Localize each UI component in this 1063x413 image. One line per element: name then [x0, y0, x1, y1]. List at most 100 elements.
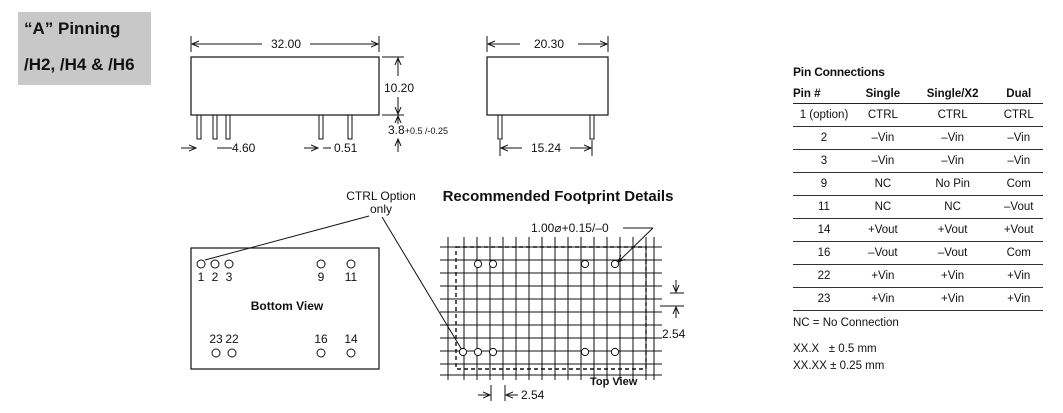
side-pin — [347, 114, 353, 140]
table-cell: 22 — [793, 264, 855, 288]
pin-hole — [346, 259, 356, 269]
table-cell: –Vin — [855, 126, 911, 150]
pitch-v-label: 2.54 — [662, 327, 686, 341]
bottom-body — [190, 247, 380, 370]
footprint-grid — [440, 237, 662, 380]
table-cell: 1 (option) — [793, 103, 855, 127]
footprint-hole — [580, 259, 590, 269]
table-cell: 14 — [793, 218, 855, 242]
table-cell: NC — [855, 172, 911, 196]
length-label: 32.00 — [271, 37, 301, 51]
end-view: 20.30 15.24 — [486, 36, 609, 156]
mechanical-drawing: 32.00 10.20 3.8+0.5 /-0.25 4.60 0.51 20.… — [181, 36, 686, 402]
footprint-hole — [580, 347, 590, 357]
tolerance-1: XX.X ± 0.5 mm — [793, 343, 877, 355]
width-label: 20.30 — [534, 37, 564, 51]
table-header-row: Pin # Single Single/X2 Dual — [793, 84, 1043, 104]
pin-length-tolerance: +0.5 /-0.25 — [405, 126, 448, 136]
table-cell: 3 — [793, 149, 855, 173]
footprint-title: Recommended Footprint Details — [443, 188, 674, 205]
height-label: 10.20 — [384, 81, 414, 95]
footprint-hole — [488, 259, 498, 269]
table-cell: –Vin — [910, 126, 995, 150]
hole-spec: 1.00⌀+0.15/–0 — [531, 221, 609, 235]
pin-label-3: 3 — [226, 270, 233, 284]
footprint-hole — [610, 347, 620, 357]
pin-length-value: 3.8 — [388, 123, 405, 137]
table-cell: 23 — [793, 287, 855, 311]
table-row: 14+Vout+Vout+Vout — [793, 218, 1043, 242]
footprint-hole — [610, 259, 620, 269]
pin-hole — [316, 348, 326, 358]
col-single: Single — [855, 84, 911, 104]
table-cell: +Vout — [910, 218, 995, 242]
side-view: 32.00 10.20 3.8+0.5 /-0.25 4.60 0.51 — [181, 36, 448, 155]
pin-span-label: 15.24 — [531, 141, 561, 155]
pin-length-label: 3.8+0.5 /-0.25 — [388, 123, 448, 137]
pin-label-11: 11 — [345, 270, 358, 284]
table-cell: CTRL — [994, 103, 1043, 127]
table-cell: +Vin — [855, 287, 911, 311]
side-body — [190, 56, 380, 116]
end-pin — [589, 114, 595, 140]
side-pin — [318, 114, 324, 140]
table-cell: +Vout — [994, 218, 1043, 242]
pin-hole — [196, 259, 206, 269]
table-cell: +Vin — [910, 287, 995, 311]
pin-hole — [227, 348, 237, 358]
table-cell: +Vin — [994, 287, 1043, 311]
badge-title: “A” Pinning — [24, 19, 121, 38]
footprint-hole — [473, 259, 483, 269]
side-pin — [225, 114, 231, 140]
pin-label-22: 22 — [225, 332, 239, 346]
table-row: 3–Vin–Vin–Vin — [793, 149, 1043, 173]
nc-note: NC = No Connection — [793, 317, 899, 329]
bottom-view-title: Bottom View — [251, 299, 324, 313]
footprint-outline — [455, 246, 647, 370]
pin-label-9: 9 — [318, 270, 325, 284]
table-cell: 9 — [793, 172, 855, 196]
pin-label-2: 2 — [212, 270, 219, 284]
badge-models: /H2, /H4 & /H6 — [24, 55, 135, 74]
tolerance-2: XX.XX ± 0.25 mm — [793, 360, 885, 372]
footprint-hole — [473, 347, 483, 357]
table-cell: No Pin — [910, 172, 995, 196]
end-body — [486, 56, 609, 116]
col-single-x2: Single/X2 — [910, 84, 995, 104]
pin-hole — [210, 259, 220, 269]
table-cell: –Vin — [910, 149, 995, 173]
table-cell: –Vout — [855, 241, 911, 265]
pin-hole — [316, 259, 326, 269]
table-cell: +Vin — [855, 264, 911, 288]
table-cell: –Vout — [910, 241, 995, 265]
end-pin — [497, 114, 503, 140]
table-cell: NC — [910, 195, 995, 219]
footprint: Recommended Footprint Details 1.00⌀+0.15… — [440, 188, 686, 402]
pin-hole — [224, 259, 234, 269]
pin-label-16: 16 — [314, 332, 328, 346]
ctrl-leader-footprint — [381, 216, 463, 351]
pin-label-23: 23 — [209, 332, 223, 346]
ctrl-note-line2: only — [370, 202, 392, 216]
table-cell: Com — [994, 241, 1043, 265]
pin-hole — [346, 348, 356, 358]
side-pin — [212, 114, 218, 140]
table-cell: +Vout — [855, 218, 911, 242]
pinning-badge: “A” Pinning /H2, /H4 & /H6 — [18, 12, 151, 85]
pin-connections-table: Pin # Single Single/X2 Dual 1 (option)CT… — [793, 84, 1043, 311]
side-pin — [196, 114, 202, 140]
pin-spacing-label: 4.60 — [232, 141, 256, 155]
pin-label-14: 14 — [344, 332, 358, 346]
table-cell: NC — [855, 195, 911, 219]
table-cell: CTRL — [855, 103, 911, 127]
top-view-label: Top View — [590, 376, 638, 388]
table-cell: –Vin — [855, 149, 911, 173]
table-cell: +Vin — [910, 264, 995, 288]
table-cell: –Vin — [994, 149, 1043, 173]
footprint-hole — [458, 347, 468, 357]
footprint-holes — [458, 259, 620, 357]
